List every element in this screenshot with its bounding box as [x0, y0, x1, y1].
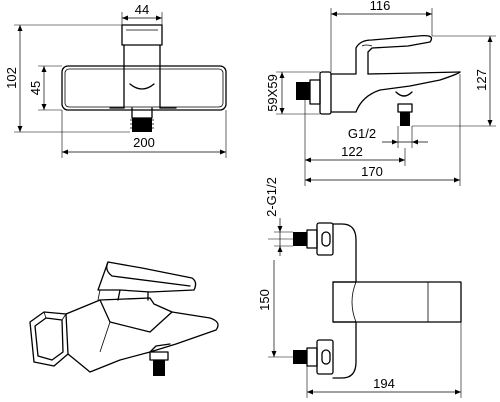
- dim-outlet-thread: G1/2: [348, 126, 376, 141]
- perspective-view: [29, 261, 219, 376]
- top-dimensions: 2-G1/2 150 194: [257, 177, 462, 398]
- dim-inlet-centers: 150: [257, 289, 272, 311]
- top-view: [293, 222, 462, 379]
- dim-side-height: 127: [474, 69, 489, 91]
- dim-total-depth: 116: [370, 0, 391, 13]
- front-dimensions: 44 102 45 200: [4, 2, 227, 158]
- front-view: [61, 24, 227, 132]
- dim-inlet-thread: 2-G1/2: [264, 177, 279, 217]
- dim-total-height: 102: [4, 67, 19, 89]
- side-view: [296, 34, 461, 126]
- dim-total-width: 200: [133, 135, 155, 150]
- side-dimensions: 116 59X59 127 G1/2 122 170: [265, 0, 496, 186]
- dim-projection: 170: [361, 164, 383, 179]
- dim-top-depth: 194: [373, 376, 395, 391]
- dim-body-height: 45: [28, 81, 43, 95]
- dim-flange-size: 59X59: [265, 74, 280, 112]
- dim-spout-width: 44: [135, 2, 149, 17]
- dim-outlet-distance: 122: [341, 144, 363, 159]
